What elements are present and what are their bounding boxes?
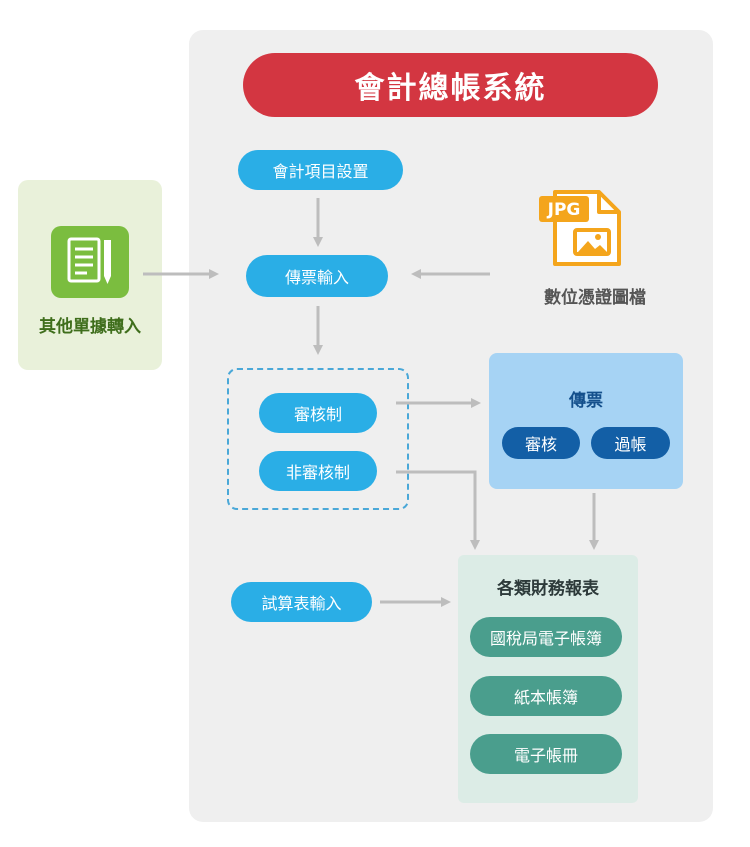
review-mode-group: [227, 368, 409, 510]
digital-voucher-label: 數位憑證圖檔: [544, 288, 646, 308]
jpg-file-icon: JPG: [537, 188, 623, 270]
document-pencil-icon: [51, 226, 129, 298]
other-docs-label: 其他單據轉入: [39, 317, 141, 337]
account-setup-node: 會計項目設置: [238, 150, 403, 190]
voucher-post-node: 過帳: [591, 427, 670, 459]
voucher-review-node: 審核: [502, 427, 580, 459]
voucher-input-node: 傳票輸入: [246, 255, 388, 297]
report-item: 國稅局電子帳簿: [470, 617, 622, 657]
arrow-nonreview-to-reports: [396, 470, 480, 550]
report-item: 紙本帳簿: [470, 676, 622, 716]
reports-title: 各類財務報表: [497, 579, 599, 599]
voucher-title: 傳票: [569, 391, 603, 411]
voucher-panel: [489, 353, 683, 489]
report-item: 電子帳冊: [470, 734, 622, 774]
non-review-node: 非審核制: [259, 451, 377, 491]
system-title: 會計總帳系統: [243, 53, 658, 117]
review-node: 審核制: [259, 393, 377, 433]
jpg-badge: JPG: [547, 200, 581, 220]
trial-balance-input-node: 試算表輸入: [231, 582, 372, 622]
